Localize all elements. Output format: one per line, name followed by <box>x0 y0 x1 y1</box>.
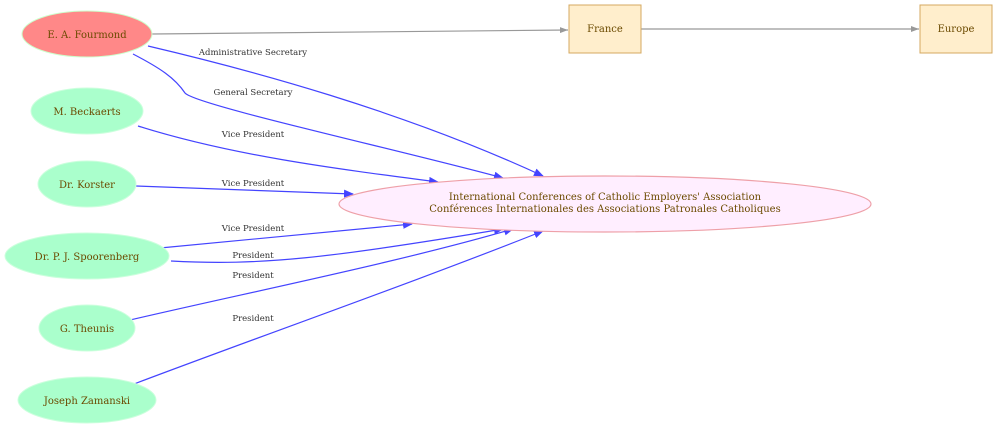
node-beckaerts[interactable]: M. Beckaerts <box>30 87 144 135</box>
node-korster[interactable]: Dr. Korster <box>37 160 137 208</box>
edge-label-general-secretary: General Secretary <box>214 88 293 98</box>
edge-theunis <box>129 227 514 321</box>
edge-label-korster: Vice President <box>221 179 285 189</box>
node-label: G. Theunis <box>60 324 114 335</box>
edge-korster <box>135 185 354 198</box>
edge-general-secretary <box>132 53 504 180</box>
node-label: M. Beckaerts <box>53 107 120 118</box>
edge-label-spoorenberg-president: President <box>232 251 274 261</box>
node-spoorenberg[interactable]: Dr. P. J. Spoorenberg <box>4 232 170 280</box>
edge-beckaerts <box>137 125 439 185</box>
node-france[interactable]: France <box>568 4 642 54</box>
edge-spoorenberg-president <box>170 226 504 263</box>
node-fourmond[interactable]: E. A. Fourmond <box>21 10 153 58</box>
edge-label-theunis: President <box>232 271 274 281</box>
node-label: Dr. Korster <box>59 180 115 191</box>
node-europe[interactable]: Europe <box>919 4 993 54</box>
org-name-english: International Conferences of Catholic Em… <box>449 192 762 203</box>
node-organization[interactable]: International Conferences of Catholic Em… <box>338 175 872 233</box>
edge-label-zamanski: President <box>232 314 274 324</box>
edge-admin-secretary <box>147 45 544 177</box>
org-name-french: Conférences Internationales des Associat… <box>429 204 780 215</box>
node-theunis[interactable]: G. Theunis <box>38 304 136 352</box>
edge-label-spoorenberg-vp: Vice President <box>221 224 285 234</box>
edge-label-beckaerts: Vice President <box>221 130 285 140</box>
edge-spoorenberg-vp <box>159 220 413 249</box>
node-label: Joseph Zamanski <box>43 396 130 407</box>
node-label: Dr. P. J. Spoorenberg <box>35 252 140 263</box>
node-label: E. A. Fourmond <box>47 30 127 41</box>
edge-zamanski <box>133 230 544 385</box>
node-label: France <box>587 24 623 35</box>
edge-fourmond-france <box>151 27 569 35</box>
edge-label-admin-secretary: Administrative Secretary <box>198 48 307 58</box>
node-zamanski[interactable]: Joseph Zamanski <box>17 376 157 424</box>
node-label: Europe <box>938 24 975 35</box>
